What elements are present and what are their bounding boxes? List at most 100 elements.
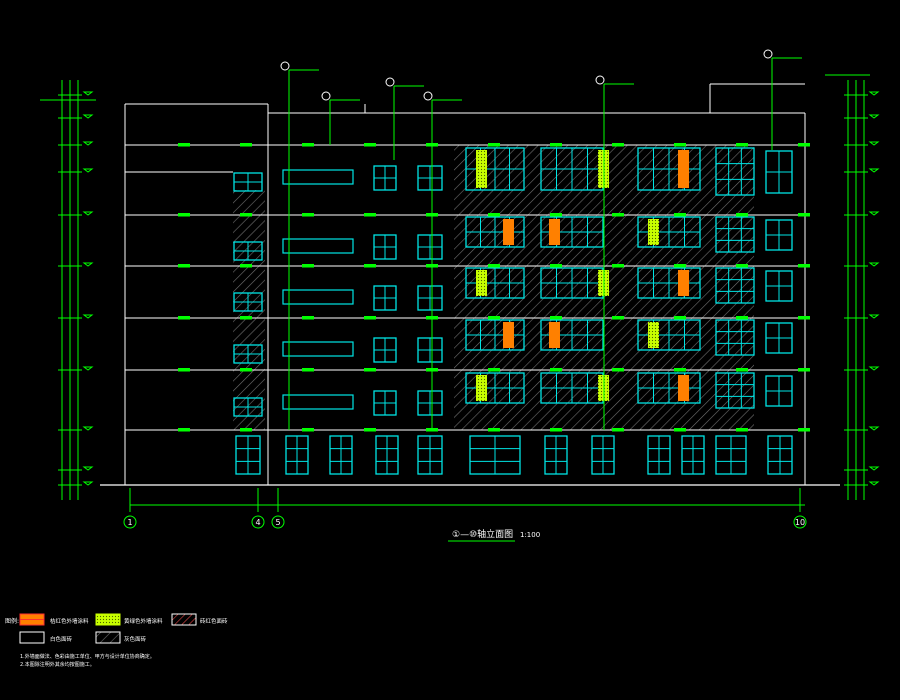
level-mark	[82, 211, 94, 216]
floor-tag	[302, 213, 314, 217]
floor-tag	[240, 368, 252, 372]
drawing-scale: 1:100	[520, 531, 540, 539]
balcony-rail	[282, 394, 354, 410]
floor-tag	[240, 213, 252, 217]
level-mark	[868, 426, 880, 431]
balcony-rail	[282, 238, 354, 254]
left-hatch	[233, 190, 265, 430]
legend-item-redhatch: 砖红色面砖	[200, 617, 228, 625]
floor-tag	[488, 143, 500, 147]
legend-item-gray: 灰色面砖	[124, 635, 147, 643]
floor-tag	[550, 143, 562, 147]
floor-tag	[240, 143, 252, 147]
floor-tag	[178, 213, 190, 217]
level-mark	[82, 141, 94, 146]
balcony-rail	[282, 289, 354, 305]
floor-tag	[612, 368, 624, 372]
building-outline	[100, 83, 840, 486]
level-mark	[868, 366, 880, 371]
axis-label: 1	[127, 518, 132, 527]
detail-bubble	[385, 77, 395, 87]
floor-tag	[550, 213, 562, 217]
orange-panel	[678, 270, 689, 296]
floor-tag	[550, 368, 562, 372]
orange-panel	[678, 375, 689, 401]
legend-note-2: 2.本图除注明外其余均按图施工。	[20, 661, 95, 668]
level-mark	[868, 168, 880, 173]
floor-tag	[364, 143, 376, 147]
window	[715, 319, 755, 356]
floor-tag	[736, 316, 748, 320]
level-mark	[82, 114, 94, 119]
yellow-panel	[476, 270, 487, 296]
legend-note-1: 1.外墙面做法、色彩由施工单位、甲方与设计单位协商确定。	[20, 653, 155, 660]
floor-tag	[674, 213, 686, 217]
floor-tag	[364, 368, 376, 372]
floor-tag	[550, 264, 562, 268]
yellow-panel	[476, 150, 487, 188]
floor-tag	[798, 213, 810, 217]
axis-bubble	[123, 515, 137, 529]
floor-tag	[364, 316, 376, 320]
floor-tag	[736, 143, 748, 147]
level-mark	[868, 466, 880, 471]
floor-tag	[736, 213, 748, 217]
level-mark	[868, 262, 880, 267]
floor-tag	[736, 368, 748, 372]
orange-panel	[549, 219, 560, 245]
window	[715, 147, 755, 196]
floor-tag	[364, 264, 376, 268]
level-mark	[868, 211, 880, 216]
orange-panel	[549, 322, 560, 348]
floor-tag	[798, 428, 810, 432]
level-mark	[82, 168, 94, 173]
yellow-panel	[648, 322, 659, 348]
axis-bubble	[793, 515, 807, 529]
yellow-dotted-swatch	[95, 613, 121, 626]
legend-item-yellow: 黄绿色外墙涂料	[124, 617, 163, 625]
axis-label: 5	[275, 518, 280, 527]
orange-panel	[503, 322, 514, 348]
level-mark	[868, 114, 880, 119]
floor-tag	[302, 316, 314, 320]
floor-tag	[178, 143, 190, 147]
floor-tag	[488, 368, 500, 372]
window	[715, 372, 755, 409]
floor-tag	[240, 428, 252, 432]
floor-tag	[550, 316, 562, 320]
level-mark	[868, 481, 880, 486]
hatched-facade	[233, 145, 754, 430]
axis-label: 10	[795, 518, 805, 527]
level-mark	[82, 481, 94, 486]
yellow-panel	[648, 219, 659, 245]
orange-panel	[678, 150, 689, 188]
leaders	[280, 49, 802, 430]
detail-bubble	[321, 91, 331, 101]
detail-bubble	[595, 75, 605, 85]
axis-bubble	[251, 515, 265, 529]
floor-tag	[240, 316, 252, 320]
balcony-rail	[282, 341, 354, 357]
floor-tag	[488, 264, 500, 268]
grid-axes: 1 4 5 10	[123, 515, 807, 529]
balcony-rail	[282, 169, 354, 185]
floor-tag	[612, 213, 624, 217]
floor-tag	[674, 428, 686, 432]
floor-tag	[178, 264, 190, 268]
level-mark	[82, 314, 94, 319]
detail-bubble	[763, 49, 773, 59]
floor-tag	[488, 213, 500, 217]
floor-tag	[178, 316, 190, 320]
floor-tag	[178, 368, 190, 372]
floor-tag	[798, 264, 810, 268]
red-hatch-swatch	[171, 613, 197, 626]
axis-label: 4	[255, 518, 260, 527]
level-mark	[868, 141, 880, 146]
floor-tag	[674, 368, 686, 372]
floor-tag	[612, 316, 624, 320]
drawing-title: ①—⑩轴立面图	[452, 528, 513, 540]
floor-tag	[736, 264, 748, 268]
level-mark	[82, 426, 94, 431]
level-mark	[82, 466, 94, 471]
